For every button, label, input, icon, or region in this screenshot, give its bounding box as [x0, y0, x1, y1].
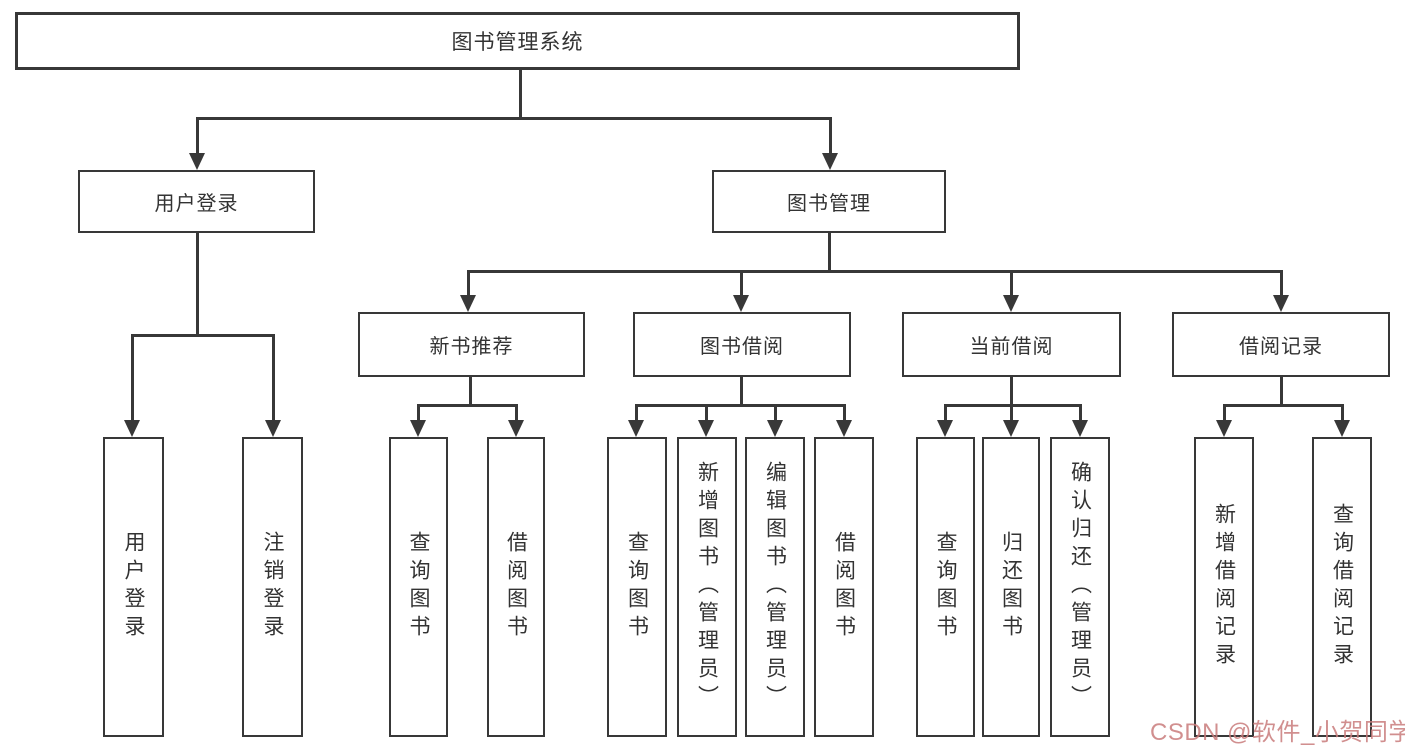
connector-drop-new-book-rec: [467, 270, 470, 296]
arrowhead-cb-confirm: [1072, 420, 1088, 437]
arrowhead-nb-query: [410, 420, 426, 437]
connector-user-login-stem: [196, 233, 199, 335]
arrowhead-nb-borrow: [508, 420, 524, 437]
node-bb-add: 新增图书（管理员）: [677, 437, 737, 737]
csdn-watermark: CSDN @软件_小贺同学: [1150, 719, 1405, 746]
node-book-borrow: 图书借阅: [633, 312, 851, 377]
node-root: 图书管理系统: [15, 12, 1020, 70]
node-ul-logout: 注销登录: [242, 437, 303, 737]
arrowhead-user-login: [189, 153, 205, 170]
arrowhead-book-borrow: [733, 295, 749, 312]
arrowhead-new-book-rec: [460, 295, 476, 312]
connector-drop-bb-query: [635, 404, 638, 421]
connector-drop-bb-borrow: [843, 404, 846, 421]
node-bb-edit: 编辑图书（管理员）: [745, 437, 805, 737]
connector-book-mgmt-stem: [828, 233, 831, 271]
node-new-book-rec: 新书推荐: [358, 312, 585, 377]
node-nb-query: 查询图书: [389, 437, 448, 737]
connector-current-borrow-stem: [1010, 377, 1013, 406]
node-cb-return: 归还图书: [982, 437, 1040, 737]
node-current-borrow: 当前借阅: [902, 312, 1121, 377]
connector-drop-ul-login: [131, 334, 134, 420]
node-br-query: 查询借阅记录: [1312, 437, 1372, 737]
connector-drop-cb-query: [944, 404, 947, 421]
connector-drop-borrow-records: [1280, 270, 1283, 296]
connector-root-stem: [519, 69, 522, 118]
connector-root-rail: [197, 117, 831, 120]
connector-drop-book-mgmt: [829, 117, 832, 154]
node-nb-borrow: 借阅图书: [487, 437, 545, 737]
arrowhead-cb-query: [937, 420, 953, 437]
arrowhead-ul-login: [124, 420, 140, 437]
connector-drop-current-borrow: [1010, 270, 1013, 296]
node-br-add: 新增借阅记录: [1194, 437, 1254, 737]
arrowhead-cb-return: [1003, 420, 1019, 437]
connector-drop-book-borrow: [740, 270, 743, 296]
arrowhead-bb-edit: [767, 420, 783, 437]
connector-drop-bb-add: [705, 404, 708, 421]
node-label: 用户登录: [122, 531, 145, 643]
arrowhead-bb-query: [628, 420, 644, 437]
node-label: 新增图书（管理员）: [695, 461, 719, 713]
node-label: 新增借阅记录: [1212, 503, 1236, 671]
node-label: 归还图书: [999, 531, 1023, 643]
connector-drop-ul-logout: [272, 334, 275, 420]
node-label: 借阅图书: [832, 531, 856, 643]
connector-drop-nb-query: [417, 404, 420, 421]
arrowhead-book-mgmt: [822, 153, 838, 170]
node-label: 查询图书: [407, 531, 430, 643]
connector-borrow-records-stem: [1280, 377, 1283, 406]
connector-drop-user-login: [196, 117, 199, 154]
arrowhead-bb-borrow: [836, 420, 852, 437]
connector-current-borrow-rail: [944, 404, 1081, 407]
node-user-login: 用户登录: [78, 170, 315, 233]
connector-book-mgmt-rail: [467, 270, 1282, 273]
connector-user-login-rail: [131, 334, 273, 337]
connector-drop-bb-edit: [774, 404, 777, 421]
connector-drop-cb-return: [1010, 404, 1013, 421]
connector-drop-br-query: [1341, 404, 1344, 421]
node-book-mgmt: 图书管理: [712, 170, 946, 233]
node-cb-query: 查询图书: [916, 437, 975, 737]
connector-drop-nb-borrow: [515, 404, 518, 421]
node-label: 确认归还（管理员）: [1068, 461, 1092, 713]
connector-drop-br-add: [1223, 404, 1226, 421]
node-ul-login: 用户登录: [103, 437, 164, 737]
arrowhead-borrow-records: [1273, 295, 1289, 312]
node-label: 借阅图书: [504, 531, 528, 643]
node-label: 查询借阅记录: [1330, 503, 1354, 671]
arrowhead-br-query: [1334, 420, 1350, 437]
arrowhead-ul-logout: [265, 420, 281, 437]
connector-new-book-rec-stem: [469, 377, 472, 406]
node-label: 注销登录: [261, 531, 284, 643]
connector-book-borrow-rail: [635, 404, 845, 407]
connector-book-borrow-stem: [740, 377, 743, 406]
connector-new-book-rec-rail: [417, 404, 517, 407]
node-label: 查询图书: [934, 531, 957, 643]
node-borrow-records: 借阅记录: [1172, 312, 1390, 377]
arrowhead-current-borrow: [1003, 295, 1019, 312]
arrowhead-br-add: [1216, 420, 1232, 437]
node-bb-query: 查询图书: [607, 437, 667, 737]
connector-borrow-records-rail: [1223, 404, 1343, 407]
node-bb-borrow: 借阅图书: [814, 437, 874, 737]
node-label: 查询图书: [625, 531, 649, 643]
arrowhead-bb-add: [698, 420, 714, 437]
node-cb-confirm: 确认归还（管理员）: [1050, 437, 1110, 737]
node-label: 编辑图书（管理员）: [763, 461, 787, 713]
connector-drop-cb-confirm: [1079, 404, 1082, 421]
